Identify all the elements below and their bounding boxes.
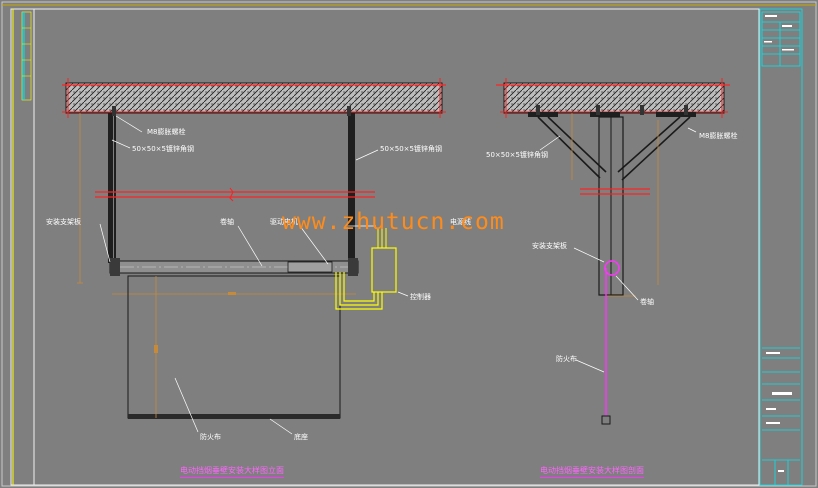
section-view xyxy=(496,78,730,425)
watermark-text: www.zhutucn.com xyxy=(282,209,505,235)
bottom-bar xyxy=(128,414,340,419)
left-support-plate xyxy=(110,258,120,276)
section-title: 电动挡烟垂壁安装大样图剖面 xyxy=(540,466,644,478)
label-fire-cloth: 防火布 xyxy=(200,433,221,441)
motor-body xyxy=(287,261,333,273)
controller-box xyxy=(371,247,397,293)
label-controller: 控制器 xyxy=(410,293,431,301)
elevation-title: 电动挡烟垂壁安装大样图立面 xyxy=(180,466,284,478)
right-support-plate xyxy=(348,258,358,276)
label-m8-bolt-right: M8膨胀螺栓 xyxy=(699,132,738,140)
right-diagonal-brace xyxy=(617,116,691,181)
label-m8-bolt-left: M8膨胀螺栓 xyxy=(147,128,186,136)
concrete-slab-section xyxy=(503,82,725,114)
label-roller: 卷轴 xyxy=(220,218,234,226)
section-bottom-bar xyxy=(601,415,611,425)
label-support-plate-section: 安装支架板 xyxy=(532,242,567,250)
left-diagonal-brace xyxy=(537,116,607,179)
label-roller-section: 卷轴 xyxy=(640,298,654,306)
label-angle-steel-section: 50×50×5镀锌角钢 xyxy=(486,151,548,159)
concrete-slab-elevation xyxy=(65,82,443,114)
label-support-plate: 安装支架板 xyxy=(46,218,81,226)
roller-section-circle xyxy=(604,260,620,276)
elevation-view xyxy=(62,78,446,435)
label-bottom-bar: 底座 xyxy=(294,433,308,441)
binding-stamp-strip xyxy=(21,11,32,101)
label-power-cable: 电源线 xyxy=(450,218,471,226)
title-block-marks xyxy=(764,15,794,472)
drawing-border xyxy=(10,8,760,486)
fire-curtain xyxy=(127,275,341,419)
label-angle-steel-right: 50×50×5镀锌角钢 xyxy=(380,145,442,153)
left-angle-hanger xyxy=(108,113,113,263)
label-angle-steel-left: 50×50×5镀锌角钢 xyxy=(132,145,194,153)
label-fire-cloth-section: 防火布 xyxy=(556,355,577,363)
right-angle-hanger xyxy=(350,113,355,263)
label-motor: 驱动电机 xyxy=(270,218,298,226)
title-block xyxy=(759,8,803,486)
cable-run xyxy=(339,272,379,306)
